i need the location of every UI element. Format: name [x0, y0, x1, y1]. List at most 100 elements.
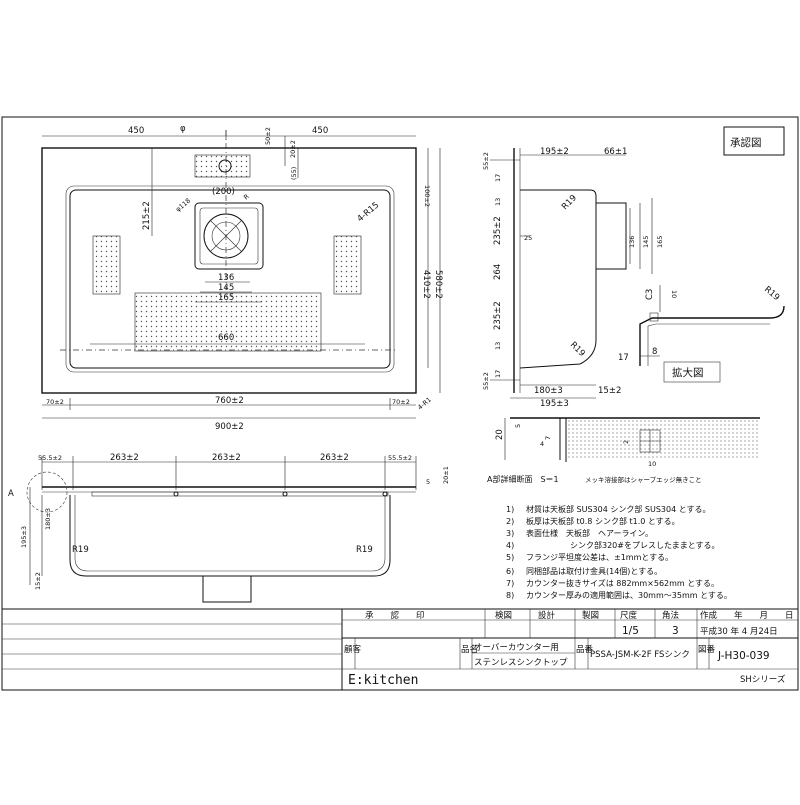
- tb-model-value: PSSA-JSM-K-2F FSシンク: [590, 650, 690, 660]
- svg-text:フランジ平坦度公差は、±1mmとする。: フランジ平坦度公差は、±1mmとする。: [526, 552, 673, 562]
- svg-text:4): 4): [506, 541, 514, 550]
- note-5: 5) フランジ平坦度公差は、±1mmとする。: [506, 552, 673, 562]
- a-section-detail: 20 5 7 4 2 10 A部詳細断面 S＝1 メッキ溶接部はシャープエッジ無…: [487, 417, 760, 484]
- tb-design-header: 設計: [538, 610, 556, 621]
- emboss-right: [333, 235, 362, 295]
- svg-text:70±2: 70±2: [392, 398, 410, 406]
- drain-box: [194, 202, 264, 270]
- faucet-area: [194, 154, 251, 178]
- note-7: 7) カウンター抜きサイズは 882mm×562mm とする。: [506, 578, 719, 588]
- tb-drawing-header: 製図: [582, 610, 599, 621]
- svg-text:20±2: 20±2: [289, 140, 297, 158]
- countertop-outline: [41, 147, 417, 394]
- svg-text:195±3: 195±3: [540, 399, 569, 409]
- svg-text:145: 145: [218, 283, 234, 293]
- svg-text:17: 17: [494, 370, 502, 378]
- notes-block: 1) 材質は天板部 SUS304 シンク部 SUS304 とする。 2) 板厚は…: [506, 504, 732, 600]
- svg-text:表面仕様 天板部 ヘアーライン。: 表面仕様 天板部 ヘアーライン。: [526, 528, 653, 538]
- section-note: メッキ溶接部はシャープエッジ無きこと: [585, 475, 702, 484]
- svg-text:2): 2): [506, 517, 514, 526]
- svg-text:180±3: 180±3: [44, 508, 52, 530]
- approval-box-label: 承認図: [730, 136, 762, 149]
- svg-text:シンク部320#をプレスしたままとする。: シンク部320#をプレスしたままとする。: [570, 540, 720, 550]
- svg-text:55±2: 55±2: [482, 372, 490, 390]
- dim-phi: φ: [180, 124, 186, 134]
- drawing-frame: [1, 116, 799, 691]
- svg-text:410±2: 410±2: [421, 270, 431, 299]
- tb-scale-value: 1/5: [622, 625, 639, 637]
- svg-text:20: 20: [495, 429, 505, 440]
- dim-top-left: 450: [128, 126, 144, 136]
- svg-text:R: R: [242, 192, 251, 201]
- zoom-detail: C3 10 R19 17 8 拡大図: [618, 285, 785, 383]
- svg-text:55.5±2: 55.5±2: [38, 454, 62, 462]
- svg-text:55±2: 55±2: [482, 152, 490, 170]
- svg-text:同梱部品は取付け金具(14個)とする。: 同梱部品は取付け金具(14個)とする。: [526, 566, 662, 576]
- svg-text:5: 5: [514, 424, 522, 428]
- svg-text:900±2: 900±2: [215, 422, 244, 432]
- tb-check-header: 検図: [495, 610, 512, 621]
- svg-text:165: 165: [656, 236, 664, 248]
- svg-text:20±1: 20±1: [442, 466, 450, 484]
- svg-text:145: 145: [642, 236, 650, 248]
- svg-text:136: 136: [218, 273, 234, 283]
- emboss-left: [92, 235, 121, 295]
- svg-text:263±2: 263±2: [212, 453, 241, 463]
- front-view: 55.5±2 263±2 263±2 263±2 55.5±2 5 20±1 A…: [8, 453, 450, 603]
- svg-text:7: 7: [544, 436, 552, 440]
- svg-text:カウンター厚みの適用範囲は、30mm〜35mm とする。: カウンター厚みの適用範囲は、30mm〜35mm とする。: [526, 590, 732, 600]
- side-view: 195±2 66±1 55±2 17 13 235±2 R19 25 136 1…: [482, 147, 664, 409]
- tb-angle-header: 角法: [662, 610, 679, 621]
- zoom-title: 拡大図: [672, 366, 704, 379]
- svg-text:17: 17: [618, 353, 629, 363]
- tb-name-label: 品名: [461, 644, 478, 655]
- svg-text:50±2: 50±2: [264, 127, 272, 145]
- svg-text:(55): (55): [290, 167, 298, 180]
- svg-text:5): 5): [506, 553, 514, 562]
- svg-text:7): 7): [506, 579, 514, 588]
- svg-text:195±2: 195±2: [540, 147, 569, 157]
- svg-text:136: 136: [628, 236, 636, 248]
- tb-series: SHシリーズ: [740, 674, 786, 685]
- svg-text:17: 17: [494, 174, 502, 182]
- svg-text:13: 13: [494, 342, 502, 350]
- tb-date-header: 作成 年 月 日: [700, 610, 794, 621]
- svg-text:13: 13: [494, 198, 502, 206]
- note-4: 4) シンク部320#をプレスしたままとする。: [506, 540, 720, 550]
- dim-top-right: 450: [312, 126, 328, 136]
- svg-text:264: 264: [493, 264, 503, 280]
- svg-text:195±3: 195±3: [20, 526, 28, 548]
- drain-side: [595, 202, 627, 270]
- svg-text:板厚は天板部 t0.8 シンク部 t1.0 とする。: 板厚は天板部 t0.8 シンク部 t1.0 とする。: [526, 516, 680, 526]
- svg-text:8): 8): [506, 591, 514, 600]
- note-8: 8) カウンター厚みの適用範囲は、30mm〜35mm とする。: [506, 590, 732, 600]
- title-block: 承 認 印 検図 設計 製図 尺度 角法 作成 年 月 日 1/5 3 平成30…: [2, 608, 798, 690]
- svg-text:25: 25: [524, 234, 532, 242]
- svg-text:10: 10: [670, 290, 678, 298]
- tb-model-label: 品番: [576, 644, 594, 655]
- svg-text:5: 5: [426, 478, 430, 486]
- svg-text:263±2: 263±2: [320, 453, 349, 463]
- svg-text:263±2: 263±2: [110, 453, 139, 463]
- svg-text:R19: R19: [560, 193, 579, 212]
- approval-box: [723, 126, 785, 156]
- svg-text:R19: R19: [762, 285, 781, 303]
- tb-drawing-no-label: 図番: [698, 644, 716, 655]
- tb-drawing-no-value: J-H30-039: [717, 650, 770, 662]
- svg-text:R19: R19: [356, 545, 373, 555]
- svg-text:10: 10: [648, 460, 656, 468]
- svg-text:(200): (200): [212, 187, 235, 197]
- svg-text:1): 1): [506, 505, 514, 514]
- tb-date-value: 平成30 年 4 月24日: [700, 626, 778, 637]
- svg-text:180±3: 180±3: [534, 386, 563, 396]
- svg-text:8: 8: [652, 347, 657, 357]
- svg-text:3): 3): [506, 529, 514, 538]
- svg-text:2: 2: [622, 440, 630, 444]
- top-view: 450 450 φ 50±2 20±2 (55) (200) 215±2 φ11…: [41, 124, 443, 432]
- faucet-hole: [218, 159, 232, 173]
- svg-text:55.5±2: 55.5±2: [388, 454, 412, 462]
- svg-text:70±2: 70±2: [46, 398, 64, 406]
- svg-text:66±1: 66±1: [604, 147, 627, 157]
